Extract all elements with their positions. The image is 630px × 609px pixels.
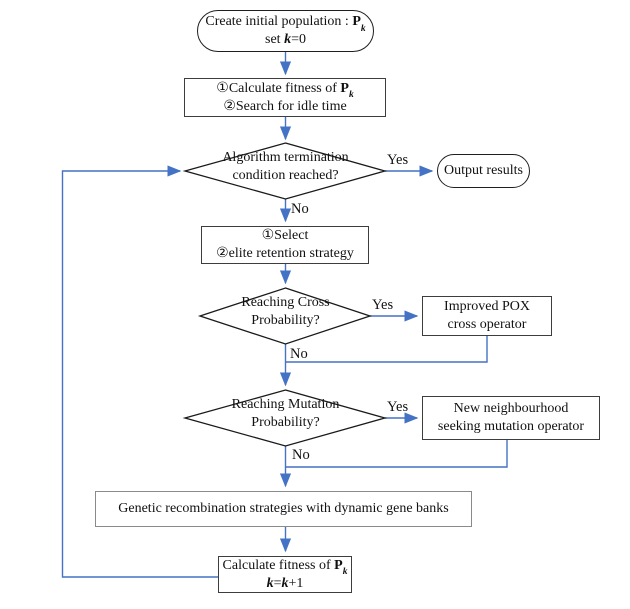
fitness-update-line-2: k=k+1	[266, 575, 304, 591]
genetic-label: Genetic recombination strategies with dy…	[118, 501, 449, 516]
start-terminator: Create initial population : Pk set k=0	[197, 10, 374, 52]
cross-line-1: Reaching Cross	[241, 295, 330, 310]
termination-diamond-shape	[182, 142, 388, 200]
neighbourhood-line-2: seeking mutation operator	[437, 419, 585, 434]
pox-operator-box: Improved POX cross operator	[422, 296, 552, 336]
termination-decision: Algorithm termination condition reached?	[195, 149, 376, 185]
cross-line-2: Probability?	[251, 313, 320, 328]
start-line-1: Create initial population : Pk	[205, 14, 366, 34]
edge-label-no-cross: No	[290, 346, 308, 362]
connector-feedback-loop	[61, 165, 218, 578]
termination-line-2: condition reached?	[232, 168, 339, 183]
termination-line-1: Algorithm termination	[222, 150, 349, 165]
mutation-line-1: Reaching Mutation	[231, 397, 340, 412]
pox-line-1: Improved POX	[444, 299, 530, 314]
edge-label-yes-mutation: Yes	[387, 399, 409, 415]
cross-diamond-shape	[197, 287, 373, 345]
fitness-update-line-1: Calculate fitness of Pk	[222, 557, 348, 578]
genetic-recombination-box: Genetic recombination strategies with dy…	[95, 491, 472, 527]
cross-decision: Reaching Cross Probability?	[205, 294, 366, 330]
fitness-step-box: ①Calculate fitness of Pk ②Search for idl…	[184, 78, 386, 117]
neighbourhood-operator-box: New neighbourhood seeking mutation opera…	[422, 396, 600, 440]
neighbourhood-line-1: New neighbourhood	[453, 401, 569, 416]
fitness-step-line-1: ①Calculate fitness of Pk	[216, 80, 354, 101]
select-line-2: ②elite retention strategy	[216, 246, 354, 261]
mutation-line-2: Probability?	[251, 415, 320, 430]
edge-label-no-termination: No	[291, 201, 309, 217]
pox-line-2: cross operator	[447, 317, 527, 332]
connector-pox-return	[285, 336, 488, 363]
mutation-decision: Reaching Mutation Probability?	[195, 396, 376, 432]
connector-neighbourhood-return	[285, 440, 508, 468]
output-terminator: Output results	[437, 154, 530, 188]
edge-label-yes-cross: Yes	[372, 297, 394, 313]
mutation-diamond-shape	[182, 389, 388, 447]
fitness-update-box: Calculate fitness of Pk k=k+1	[218, 556, 352, 593]
fitness-step-line-2: ②Search for idle time	[223, 98, 347, 114]
edge-label-no-mutation: No	[292, 447, 310, 463]
edge-label-yes-termination: Yes	[387, 152, 409, 168]
select-line-1: ①Select	[261, 228, 309, 243]
select-step-box: ①Select ②elite retention strategy	[201, 226, 369, 264]
start-line-2: set k=0	[265, 32, 306, 47]
output-label: Output results	[444, 163, 523, 178]
